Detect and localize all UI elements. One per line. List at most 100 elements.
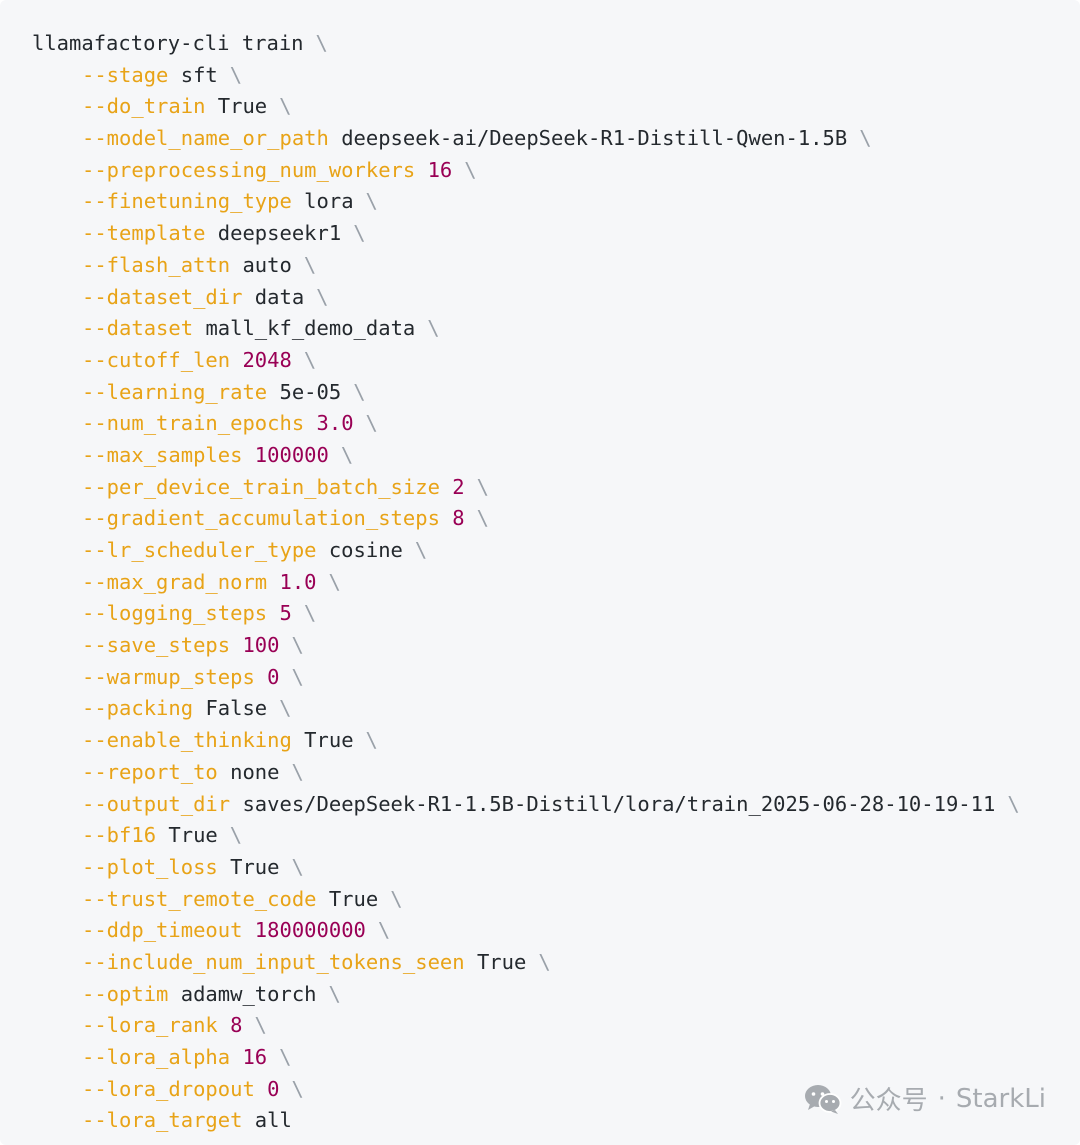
argument-value: 2 [452,474,465,499]
argument-flag: --flash_attn [82,252,231,277]
argument-line: --trust_remote_code True\ [32,884,1080,916]
argument-value: True [230,854,280,879]
watermark-author: StarkLi [955,1083,1046,1114]
argument-value: all [254,1108,292,1133]
argument-value: sft [180,62,218,87]
argument-value: True [304,728,354,753]
argument-line: --dataset_dir data\ [32,282,1080,314]
argument-value: True [476,949,527,974]
argument-line: --packing False\ [32,693,1080,725]
argument-line: --plot_loss True\ [32,852,1080,884]
argument-value: auto [242,252,292,277]
argument-line: --logging_steps 5 \ [32,598,1080,630]
line-continuation: \ [315,31,328,55]
line-continuation: \ [464,157,477,182]
argument-list: --stage sft\--do_train True\--model_name… [32,60,1080,1137]
argument-flag: --lora_rank [82,1013,218,1038]
line-continuation: \ [328,981,341,1006]
argument-line: --gradient_accumulation_steps 8\ [32,503,1080,535]
argument-value: False [205,696,268,721]
argument-line: --bf16 True\ [32,820,1080,852]
argument-flag: --dataset [82,316,194,341]
argument-line: --include_num_input_tokens_seen True\ [32,947,1080,979]
argument-flag: --cutoff_len [82,347,231,372]
argument-flag: --include_num_input_tokens_seen [82,949,465,974]
argument-line: --template deepseekr1\ [32,218,1080,250]
argument-flag: --bf16 [82,823,157,848]
argument-line: --save_steps 100\ [32,630,1080,662]
line-continuation: \ [291,759,304,784]
argument-line: --optim adamw_torch\ [32,979,1080,1011]
line-continuation: \ [229,62,243,87]
line-continuation: \ [365,411,378,436]
argument-line: --report_to none \ [32,757,1080,789]
argument-flag: --preprocessing_num_workers [82,157,416,182]
argument-value: deepseek-ai/DeepSeek-R1-Distill-Qwen-1.5… [341,126,848,151]
line-continuation: \ [353,379,366,404]
line-continuation: \ [303,601,317,626]
argument-flag: --finetuning_type [82,189,292,214]
argument-value: 100000 [254,442,329,467]
argument-value: 1.0 [279,569,317,594]
argument-line: --lora_alpha 16\ [32,1042,1080,1074]
line-continuation: \ [365,728,378,753]
argument-flag: --report_to [82,759,218,784]
argument-flag: --learning_rate [82,379,268,404]
argument-value: 2048 [242,347,292,372]
argument-line: --lora_dropout 0\ [32,1074,1080,1106]
wechat-icon [804,1084,842,1114]
argument-line: --finetuning_type lora\ [32,186,1080,218]
line-continuation: \ [390,886,403,911]
argument-line: --output_dir saves/DeepSeek-R1-1.5B-Dist… [32,789,1080,821]
command-line: llamafactory-cli train\ [32,28,1080,60]
line-continuation: \ [476,506,489,531]
argument-line: --max_grad_norm 1.0 \ [32,567,1080,599]
argument-flag: --plot_loss [82,854,218,879]
argument-flag: --num_train_epochs [82,411,305,436]
watermark-separator: · [937,1083,946,1114]
line-continuation: \ [476,474,489,499]
argument-flag: --lr_scheduler_type [82,538,317,562]
line-continuation: \ [279,696,292,721]
argument-value: 100 [242,633,280,658]
argument-flag: --lora_alpha [82,1045,231,1069]
line-continuation: \ [377,918,391,943]
argument-value: 0 [267,664,280,689]
watermark: 公众号 · StarkLi [804,1080,1046,1117]
line-continuation: \ [328,569,341,594]
argument-flag: --do_train [82,94,206,119]
argument-value: saves/DeepSeek-R1-1.5B-Distill/lora/trai… [242,791,996,816]
line-continuation: \ [291,1076,304,1101]
argument-line: --ddp_timeout 180000000\ [32,915,1080,947]
argument-line: --enable_thinking True \ [32,725,1080,757]
argument-line: --dataset mall_kf_demo_data\ [32,313,1080,345]
argument-flag: --lora_dropout [82,1076,255,1101]
line-continuation: \ [254,1013,267,1038]
argument-line: --do_train True\ [32,91,1080,123]
argument-flag: --stage [82,62,169,87]
argument-value: 16 [427,157,453,182]
argument-line: --max_samples 100000\ [32,440,1080,472]
argument-line: --lr_scheduler_type cosine\ [32,535,1080,567]
argument-value: none [230,759,280,784]
argument-line: --learning_rate 5e-05\ [32,377,1080,409]
argument-flag: --template [82,221,206,246]
argument-value: 3.0 [316,411,354,436]
argument-line: --lora_target all [32,1105,1080,1137]
argument-flag: --max_grad_norm [82,569,268,594]
line-continuation: \ [859,126,872,151]
argument-flag: --logging_steps [82,601,268,626]
argument-flag: --enable_thinking [82,728,292,753]
argument-value: adamw_torch [180,981,317,1006]
argument-line: --num_train_epochs 3.0 \ [32,408,1080,440]
line-continuation: \ [291,633,304,658]
argument-value: 5 [279,601,292,626]
argument-line: --stage sft \ [32,60,1080,92]
argument-value: True [168,823,218,848]
argument-flag: --ddp_timeout [82,918,243,943]
line-continuation: \ [279,94,292,119]
argument-flag: --trust_remote_code [82,886,317,911]
line-continuation: \ [291,664,304,689]
line-continuation: \ [1007,791,1020,816]
